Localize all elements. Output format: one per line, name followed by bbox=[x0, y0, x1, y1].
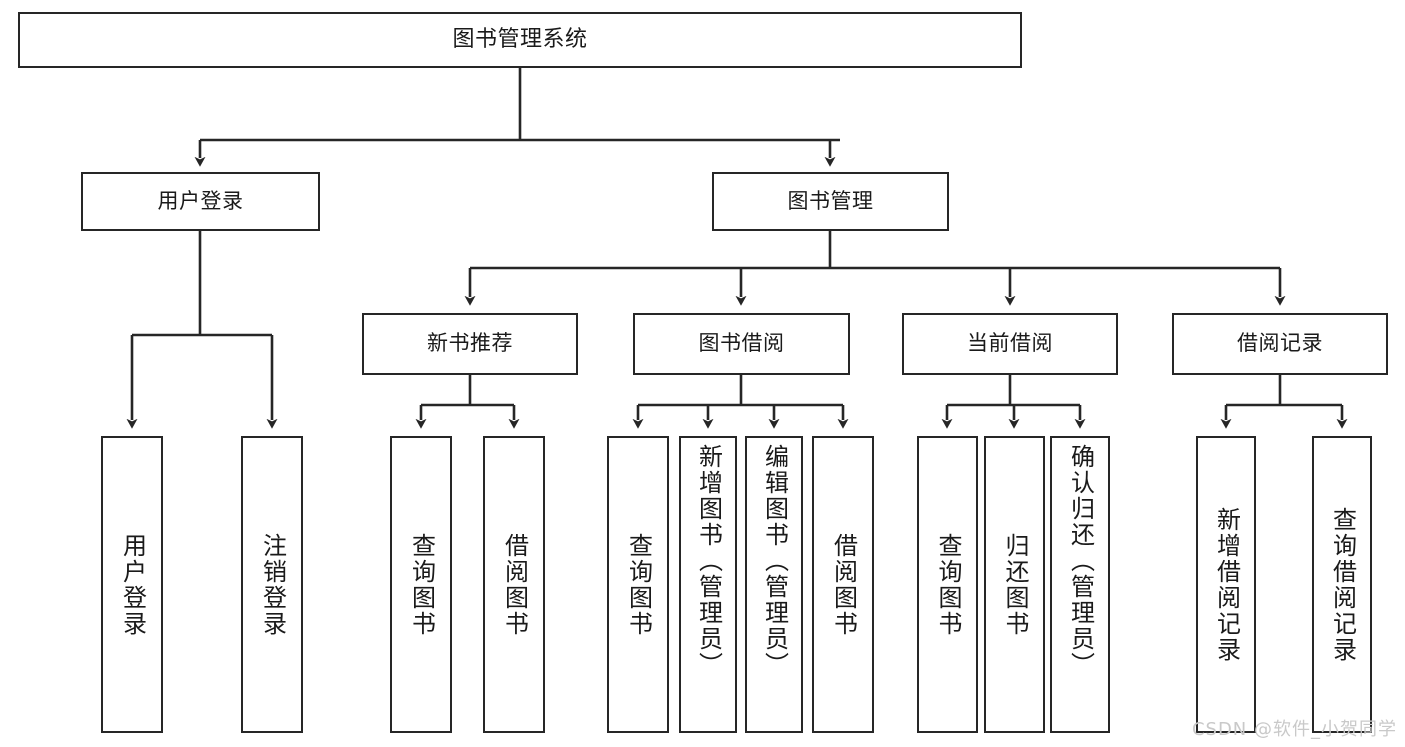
node-user-login[interactable]: 用户登录 bbox=[81, 172, 320, 231]
leaf-borrow-book-recommend[interactable]: 借阅图书 bbox=[483, 436, 545, 733]
node-current-borrow-label: 当前借阅 bbox=[967, 331, 1053, 356]
node-borrow-record-label: 借阅记录 bbox=[1237, 331, 1323, 356]
leaf-borrow-book[interactable]: 借阅图书 bbox=[812, 436, 874, 733]
user-login-to-leaves-connectors bbox=[126, 231, 278, 429]
leaf-query-book-recommend[interactable]: 查询图书 bbox=[390, 436, 452, 733]
leaf-add-book-label: 新增图书（管理员） bbox=[694, 444, 723, 678]
book-borrow-to-leaves-connectors bbox=[632, 375, 849, 429]
node-book-management[interactable]: 图书管理 bbox=[712, 172, 949, 231]
leaf-logout[interactable]: 注销登录 bbox=[241, 436, 303, 733]
leaf-query-borrow-record-label: 查询借阅记录 bbox=[1328, 506, 1357, 663]
leaf-borrow-book-recommend-label: 借阅图书 bbox=[500, 532, 529, 637]
leaf-query-book-current-label: 查询图书 bbox=[933, 532, 962, 637]
node-current-borrow[interactable]: 当前借阅 bbox=[902, 313, 1118, 375]
leaf-query-book-recommend-label: 查询图书 bbox=[407, 532, 436, 637]
leaf-return-book[interactable]: 归还图书 bbox=[984, 436, 1045, 733]
new-book-recommend-to-leaves-connectors bbox=[415, 375, 520, 429]
leaf-logout-label: 注销登录 bbox=[258, 532, 287, 637]
node-book-borrow-label: 图书借阅 bbox=[698, 331, 785, 356]
leaf-user-login[interactable]: 用户登录 bbox=[101, 436, 163, 733]
leaf-confirm-return[interactable]: 确认归还（管理员） bbox=[1050, 436, 1110, 733]
book-management-to-level3-connectors bbox=[464, 231, 1286, 306]
leaf-edit-book[interactable]: 编辑图书（管理员） bbox=[745, 436, 803, 733]
leaf-borrow-book-label: 借阅图书 bbox=[829, 532, 858, 637]
leaf-add-book[interactable]: 新增图书（管理员） bbox=[679, 436, 737, 733]
node-new-book-recommend-label: 新书推荐 bbox=[427, 331, 513, 356]
borrow-record-to-leaves-connectors bbox=[1220, 375, 1348, 429]
node-new-book-recommend[interactable]: 新书推荐 bbox=[362, 313, 578, 375]
leaf-return-book-label: 归还图书 bbox=[1000, 532, 1029, 637]
leaf-edit-book-label: 编辑图书（管理员） bbox=[760, 444, 789, 678]
node-user-login-label: 用户登录 bbox=[157, 188, 244, 213]
leaf-confirm-return-label: 确认归还（管理员） bbox=[1066, 444, 1095, 678]
node-book-management-label: 图书管理 bbox=[787, 188, 874, 213]
node-borrow-record[interactable]: 借阅记录 bbox=[1172, 313, 1388, 375]
leaf-user-login-label: 用户登录 bbox=[118, 532, 147, 637]
leaf-add-borrow-record-label: 新增借阅记录 bbox=[1212, 506, 1241, 663]
node-root[interactable]: 图书管理系统 bbox=[18, 12, 1022, 68]
node-book-borrow[interactable]: 图书借阅 bbox=[633, 313, 850, 375]
leaf-query-book-current[interactable]: 查询图书 bbox=[917, 436, 978, 733]
watermark-text: CSDN @软件_小贺同学 bbox=[1191, 719, 1397, 740]
root-to-level2-connectors bbox=[194, 68, 840, 167]
leaf-add-borrow-record[interactable]: 新增借阅记录 bbox=[1196, 436, 1256, 733]
leaf-query-book-borrow[interactable]: 查询图书 bbox=[607, 436, 669, 733]
leaf-query-borrow-record[interactable]: 查询借阅记录 bbox=[1312, 436, 1372, 733]
node-root-label: 图书管理系统 bbox=[452, 26, 588, 52]
current-borrow-to-leaves-connectors bbox=[941, 375, 1086, 429]
leaf-query-book-borrow-label: 查询图书 bbox=[624, 532, 653, 637]
